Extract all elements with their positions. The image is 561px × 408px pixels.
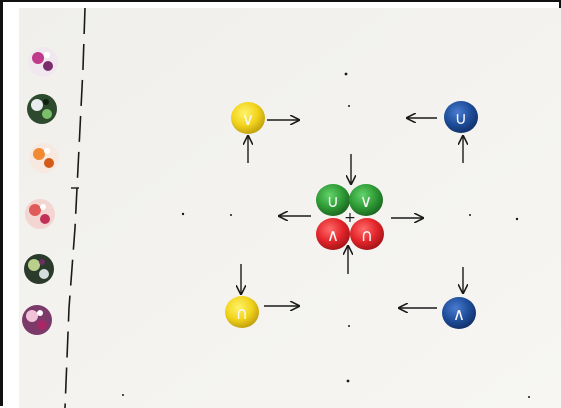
marker-symbol: ∨ (360, 192, 372, 212)
swatch-marker (25, 199, 55, 229)
arrow-set (241, 118, 463, 308)
grid-dots (122, 72, 530, 398)
blue-marker-top: ∪ (444, 101, 478, 133)
marker-symbol: ∪ (455, 109, 467, 129)
swatch-marker (29, 143, 59, 173)
marker-symbol: ∧ (327, 226, 339, 246)
swatch-marker (22, 305, 52, 335)
blue-marker-bottom: ∧ (442, 297, 476, 329)
whiteboard-surface (19, 8, 561, 408)
yellow-marker-top: ∨ (231, 102, 265, 134)
center-cross-mark: + (344, 210, 356, 226)
whiteboard-photo: ∨ ∪ ∪ ∨ ∧ ∩ + (19, 8, 561, 408)
green-marker-left: ∪ (316, 184, 350, 216)
whiteboard-canvas: ∨ ∪ ∪ ∨ ∧ ∩ + (19, 8, 561, 408)
swatch-marker (24, 254, 54, 284)
swatch-marker (28, 47, 58, 77)
yellow-marker-bottom: ∩ (225, 296, 259, 328)
swatch-column (22, 47, 59, 335)
marker-symbol: ∪ (327, 192, 339, 212)
green-marker-right: ∨ (349, 184, 383, 216)
marker-symbol: ∩ (236, 304, 248, 324)
red-marker-left: ∧ (316, 218, 350, 250)
marker-symbol: ∨ (242, 110, 254, 130)
swatch-marker (27, 94, 57, 124)
marker-symbol: ∧ (453, 305, 465, 325)
marker-symbol: ∩ (361, 226, 373, 246)
red-marker-right: ∩ (350, 218, 384, 250)
